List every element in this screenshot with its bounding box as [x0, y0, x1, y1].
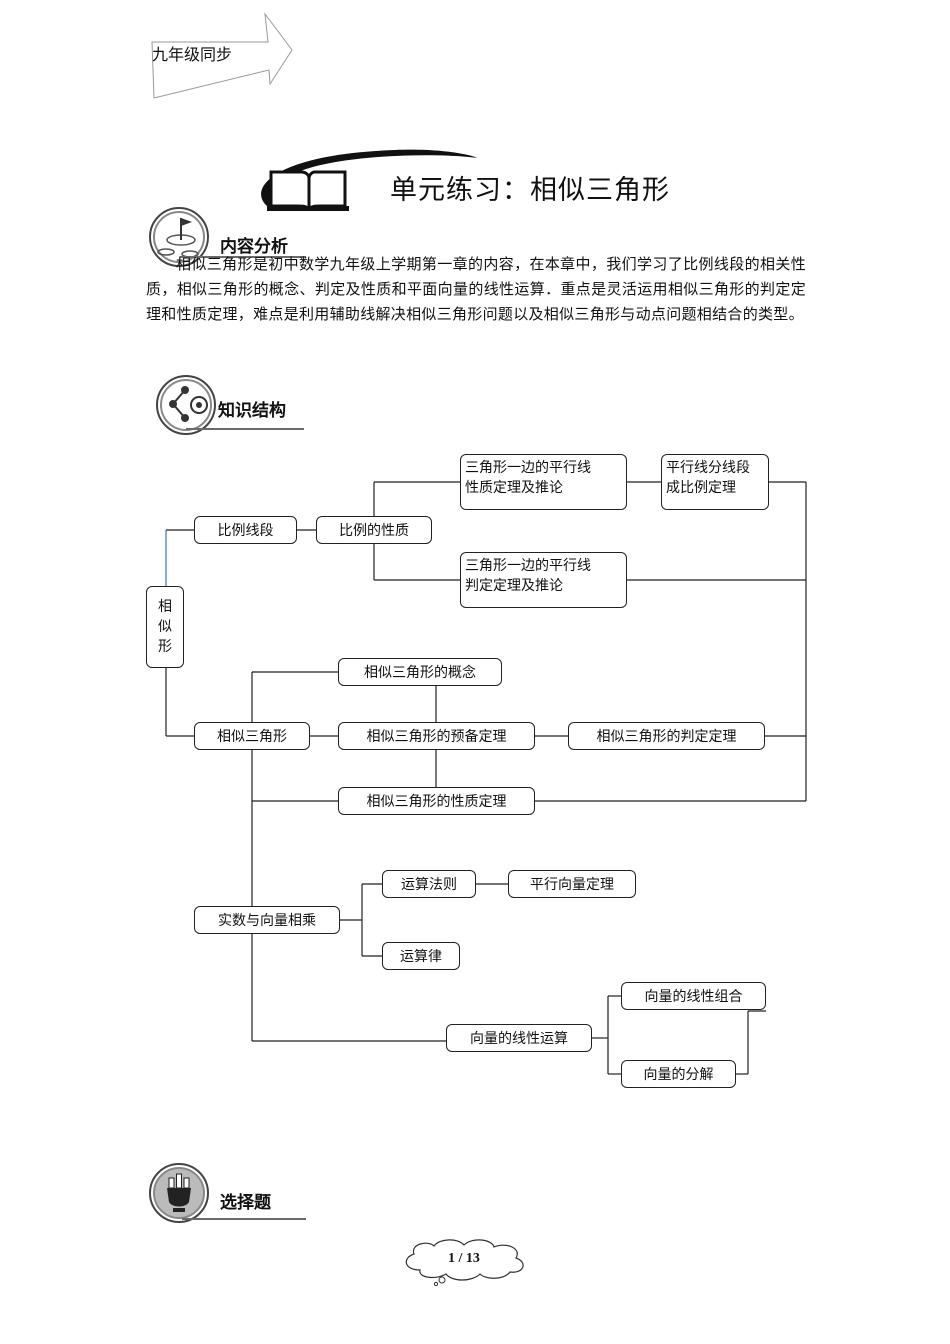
intro-paragraph: 相似三角形是初中数学九年级上学期第一章的内容，在本章中，我们学习了比例线段的相关…: [146, 252, 806, 327]
grade-label: 九年级同步: [152, 45, 233, 64]
tree-node-text: 平行线分线段: [666, 460, 750, 476]
tree-node-parallel-segments: 平行线分线段成比例定理: [661, 454, 769, 510]
tree-node-parallel-vector-theorem: 平行向量定理: [508, 870, 636, 898]
page-number-cloud: [405, 1239, 524, 1286]
tree-node-parallel-property: 三角形一边的平行线性质定理及推论: [460, 454, 627, 510]
section-title-multiple-choice: 选择题: [220, 1193, 271, 1213]
tree-node-preliminary-theorem: 相似三角形的预备定理: [338, 722, 535, 750]
network-target-icon: [156, 375, 216, 435]
intro-text: 相似三角形是初中数学九年级上学期第一章的内容，在本章中，我们学习了比例线段的相关…: [146, 255, 806, 323]
trophy-icon: [149, 1163, 209, 1223]
tree-node-text: 判定定理及推论: [465, 578, 563, 594]
tree-node-proportion-properties: 比例的性质: [316, 516, 432, 544]
tree-node-text: 三角形一边的平行线: [465, 558, 591, 574]
tree-node-judgement-theorem: 相似三角形的判定定理: [568, 722, 765, 750]
tree-node-root: 相 似 形: [146, 586, 184, 668]
section-underline: [182, 1218, 306, 1220]
tree-node-text: 三角形一边的平行线: [465, 460, 591, 476]
tree-node-proportional-segments: 比例线段: [194, 516, 297, 544]
section-title-content-analysis: 内容分析: [220, 237, 288, 257]
tree-node-property-theorem: 相似三角形的性质定理: [338, 787, 535, 815]
tree-root-char: 形: [158, 639, 172, 655]
tree-node-concept: 相似三角形的概念: [338, 658, 502, 686]
page-number: 1 / 13: [448, 1251, 480, 1266]
target-flag-icon: [149, 207, 209, 267]
tree-node-vector-linear-ops: 向量的线性运算: [446, 1024, 592, 1052]
tree-node-text: 成比例定理: [666, 480, 736, 496]
tree-node-text: 性质定理及推论: [465, 480, 563, 496]
tree-node-similar-triangles: 相似三角形: [194, 722, 310, 750]
section-underline: [186, 428, 304, 430]
document-title: 单元练习：相似三角形: [390, 175, 670, 206]
tree-node-operation-rules: 运算法则: [382, 870, 476, 898]
tree-node-decomposition: 向量的分解: [621, 1060, 736, 1088]
book-banner-icon: [261, 149, 477, 211]
tree-root-char: 相: [158, 599, 172, 615]
corner-arrow-tag: [151, 12, 293, 99]
tree-node-linear-combination: 向量的线性组合: [621, 982, 766, 1010]
tree-node-operation-laws: 运算律: [382, 942, 460, 970]
tree-node-parallel-judge: 三角形一边的平行线判定定理及推论: [460, 552, 627, 608]
tree-node-scalar-vector: 实数与向量相乘: [194, 906, 340, 934]
tree-root-char: 似: [158, 619, 172, 635]
section-underline: [180, 256, 306, 258]
section-title-knowledge-structure: 知识结构: [218, 401, 286, 421]
